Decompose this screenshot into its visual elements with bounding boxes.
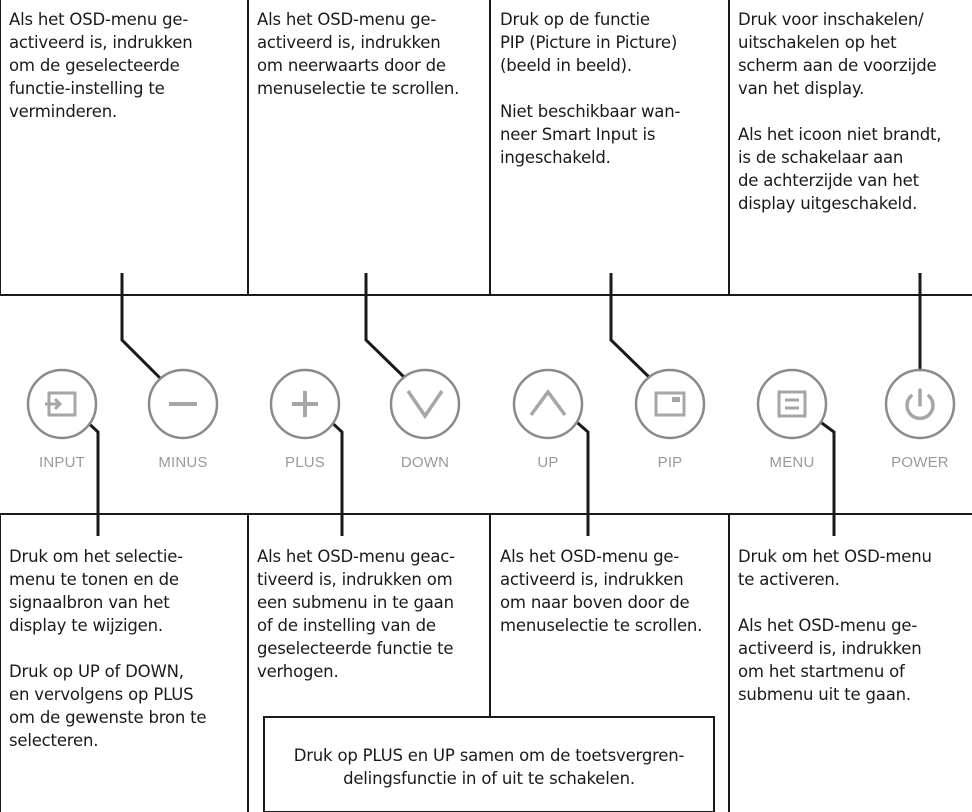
button-row [26,368,956,440]
bottom-box-plus-text: Als het OSD-menu geac- tiveerd is, indru… [257,547,455,681]
top-box-pip-text-2: Niet beschikbaar wan- neer Smart Input i… [500,102,681,167]
top-box-power-text-2: Als het icoon niet brandt, is de schakel… [738,125,942,213]
bottom-box-plus: Als het OSD-menu geac- tiveerd is, indru… [257,545,487,683]
bottom-box-up: Als het OSD-menu ge- activeerd is, indru… [500,545,726,637]
power-icon [905,388,935,421]
top-box-borders [0,0,972,296]
top-box-down: Als het OSD-menu ge- activeerd is, indru… [257,8,487,100]
top-box-pip-text-1: Druk op de functie PIP (Picture in Pictu… [500,10,678,75]
down-button[interactable] [389,368,461,440]
top-box-power-text-1: Druk voor inschakelen/ uitschakelen op h… [738,10,937,98]
input-icon [45,391,77,417]
top-box-power: Druk voor inschakelen/ uitschakelen op h… [738,8,970,215]
menu-icon [777,390,807,418]
bottom-box-menu: Druk om het OSD-menu te activeren. Als h… [738,545,970,706]
pip-icon [654,391,686,417]
top-box-minus: Als het OSD-menu ge- activeerd is, indru… [9,8,245,123]
pip-button[interactable] [634,368,706,440]
button-label-down: DOWN [400,454,450,471]
bottom-box-input: Druk om het selectie- menu te tonen en d… [9,545,245,752]
leader-down [364,273,407,380]
button-label-minus: MINUS [158,454,208,471]
button-label-pip: PIP [657,454,683,471]
leader-plus [325,416,344,536]
power-button[interactable] [884,368,956,440]
leader-menu [814,416,836,536]
top-box-down-text: Als het OSD-menu ge- activeerd is, indru… [257,10,460,98]
minus-button[interactable] [147,368,219,440]
chevron-up-icon [529,389,567,417]
top-box-pip: Druk op de functie PIP (Picture in Pictu… [500,8,726,169]
plus-button[interactable] [269,368,341,440]
bottom-box-input-text-1: Druk om het selectie- menu te tonen en d… [9,547,183,635]
input-button[interactable] [26,368,98,440]
button-label-up: UP [537,454,559,471]
key-lock-note: Druk op PLUS en UP samen om de toetsverg… [293,746,685,788]
bottom-box-input-text-2: Druk op UP of DOWN, en vervolgens op PLU… [9,662,207,750]
bottom-box-up-text: Als het OSD-menu ge- activeerd is, indru… [500,547,703,635]
leader-up [571,416,590,536]
button-label-menu: MENU [769,454,815,471]
menu-button[interactable] [756,368,828,440]
bottom-box-menu-text-1: Druk om het OSD-menu te activeren. [738,547,932,589]
note-box [263,716,715,812]
leader-minus [120,273,162,380]
button-label-input: INPUT [39,454,85,471]
up-button[interactable] [512,368,584,440]
leader-input [81,416,100,536]
plus-icon [292,391,318,417]
bottom-box-menu-text-2: Als het OSD-menu ge- activeerd is, indru… [738,616,922,704]
button-label-plus: PLUS [285,454,325,471]
leader-pip [609,273,652,380]
button-label-power: POWER [891,454,949,471]
bottom-box-borders [0,513,972,812]
top-box-minus-text: Als het OSD-menu ge- activeerd is, indru… [9,10,193,121]
chevron-down-icon [406,390,444,420]
